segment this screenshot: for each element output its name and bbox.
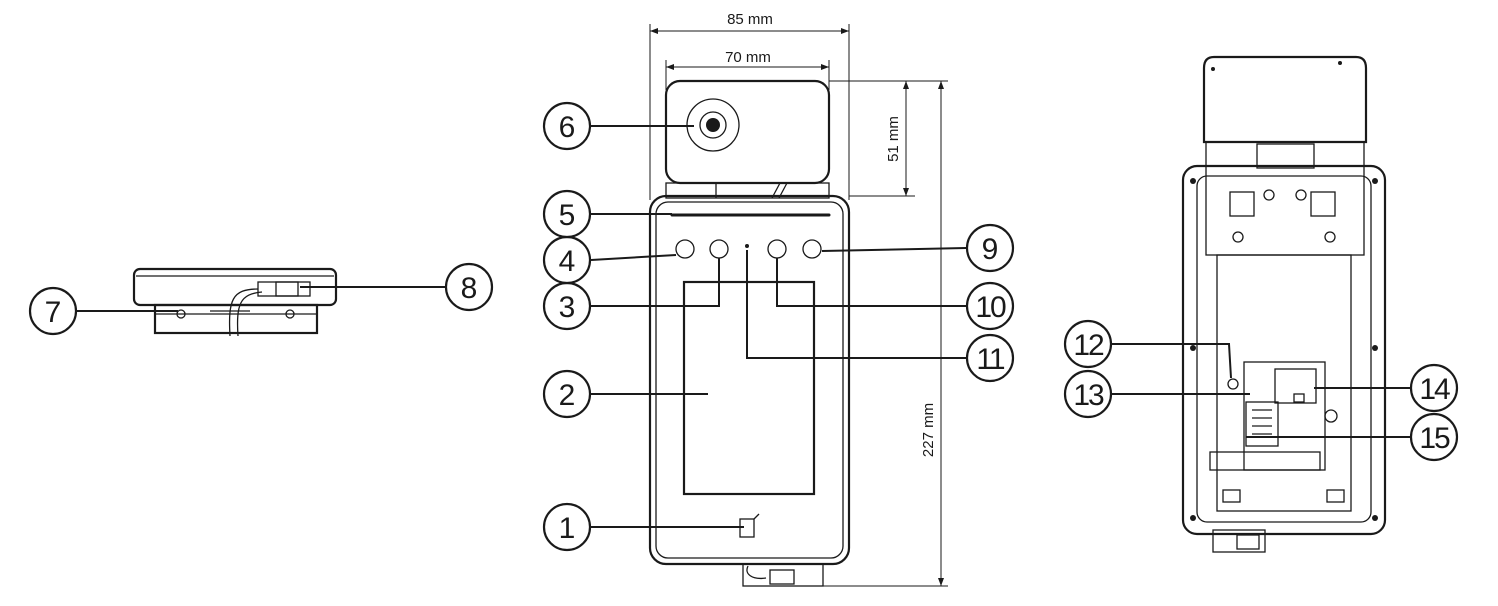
svg-text:2: 2 [559,379,576,412]
callout-2: 2 [542,369,592,419]
callout-12: 12 [1063,319,1113,369]
callout-8: 8 [444,262,494,312]
side-view [132,267,338,337]
network-port [1274,368,1317,404]
svg-text:14: 14 [1419,373,1450,406]
dim-camera-height: 51 mm [885,116,902,162]
wiring-terminal [1245,401,1279,447]
svg-text:12: 12 [1073,329,1104,362]
main-body [648,194,851,566]
leader-lines [77,125,1410,528]
dim-width-outer: 85 mm [727,11,773,28]
callout-4: 4 [542,235,592,285]
sensor-4 [675,239,695,259]
screen [682,280,816,496]
callout-5: 5 [542,189,592,239]
svg-text:11: 11 [976,343,1004,376]
svg-text:15: 15 [1419,422,1450,455]
callout-14: 14 [1409,363,1459,413]
svg-text:3: 3 [559,291,576,324]
callout-11: 11 [965,333,1015,383]
callout-7: 7 [28,286,78,336]
dim-total-height: 227 mm [920,403,937,457]
camera-module [664,79,831,185]
reset-hole [1227,378,1239,390]
callout-6: 6 [542,101,592,151]
svg-text:7: 7 [45,296,62,329]
callout-1: 1 [542,502,592,552]
sensor-3 [709,239,729,259]
rear-view [1181,55,1387,553]
sensor-10 [767,239,787,259]
callout-15: 15 [1409,412,1459,462]
svg-text:4: 4 [559,245,576,278]
dimension-lines: 85 mm 70 mm 51 mm 227 mm [649,11,948,587]
svg-text:9: 9 [982,233,999,266]
callout-3: 3 [542,281,592,331]
callout-13: 13 [1063,369,1113,419]
dim-width-inner: 70 mm [725,49,771,66]
callout-9: 9 [965,223,1015,273]
sensor-9 [802,239,822,259]
svg-text:1: 1 [559,512,576,545]
svg-text:8: 8 [461,272,478,305]
svg-text:10: 10 [975,291,1006,324]
svg-text:13: 13 [1073,379,1104,412]
callouts: 1 2 3 4 5 6 7 8 [28,101,1459,552]
microphone-hole [745,244,749,248]
svg-text:5: 5 [559,199,576,232]
svg-text:6: 6 [559,111,576,144]
front-view [648,79,851,587]
callout-10: 10 [965,281,1015,331]
